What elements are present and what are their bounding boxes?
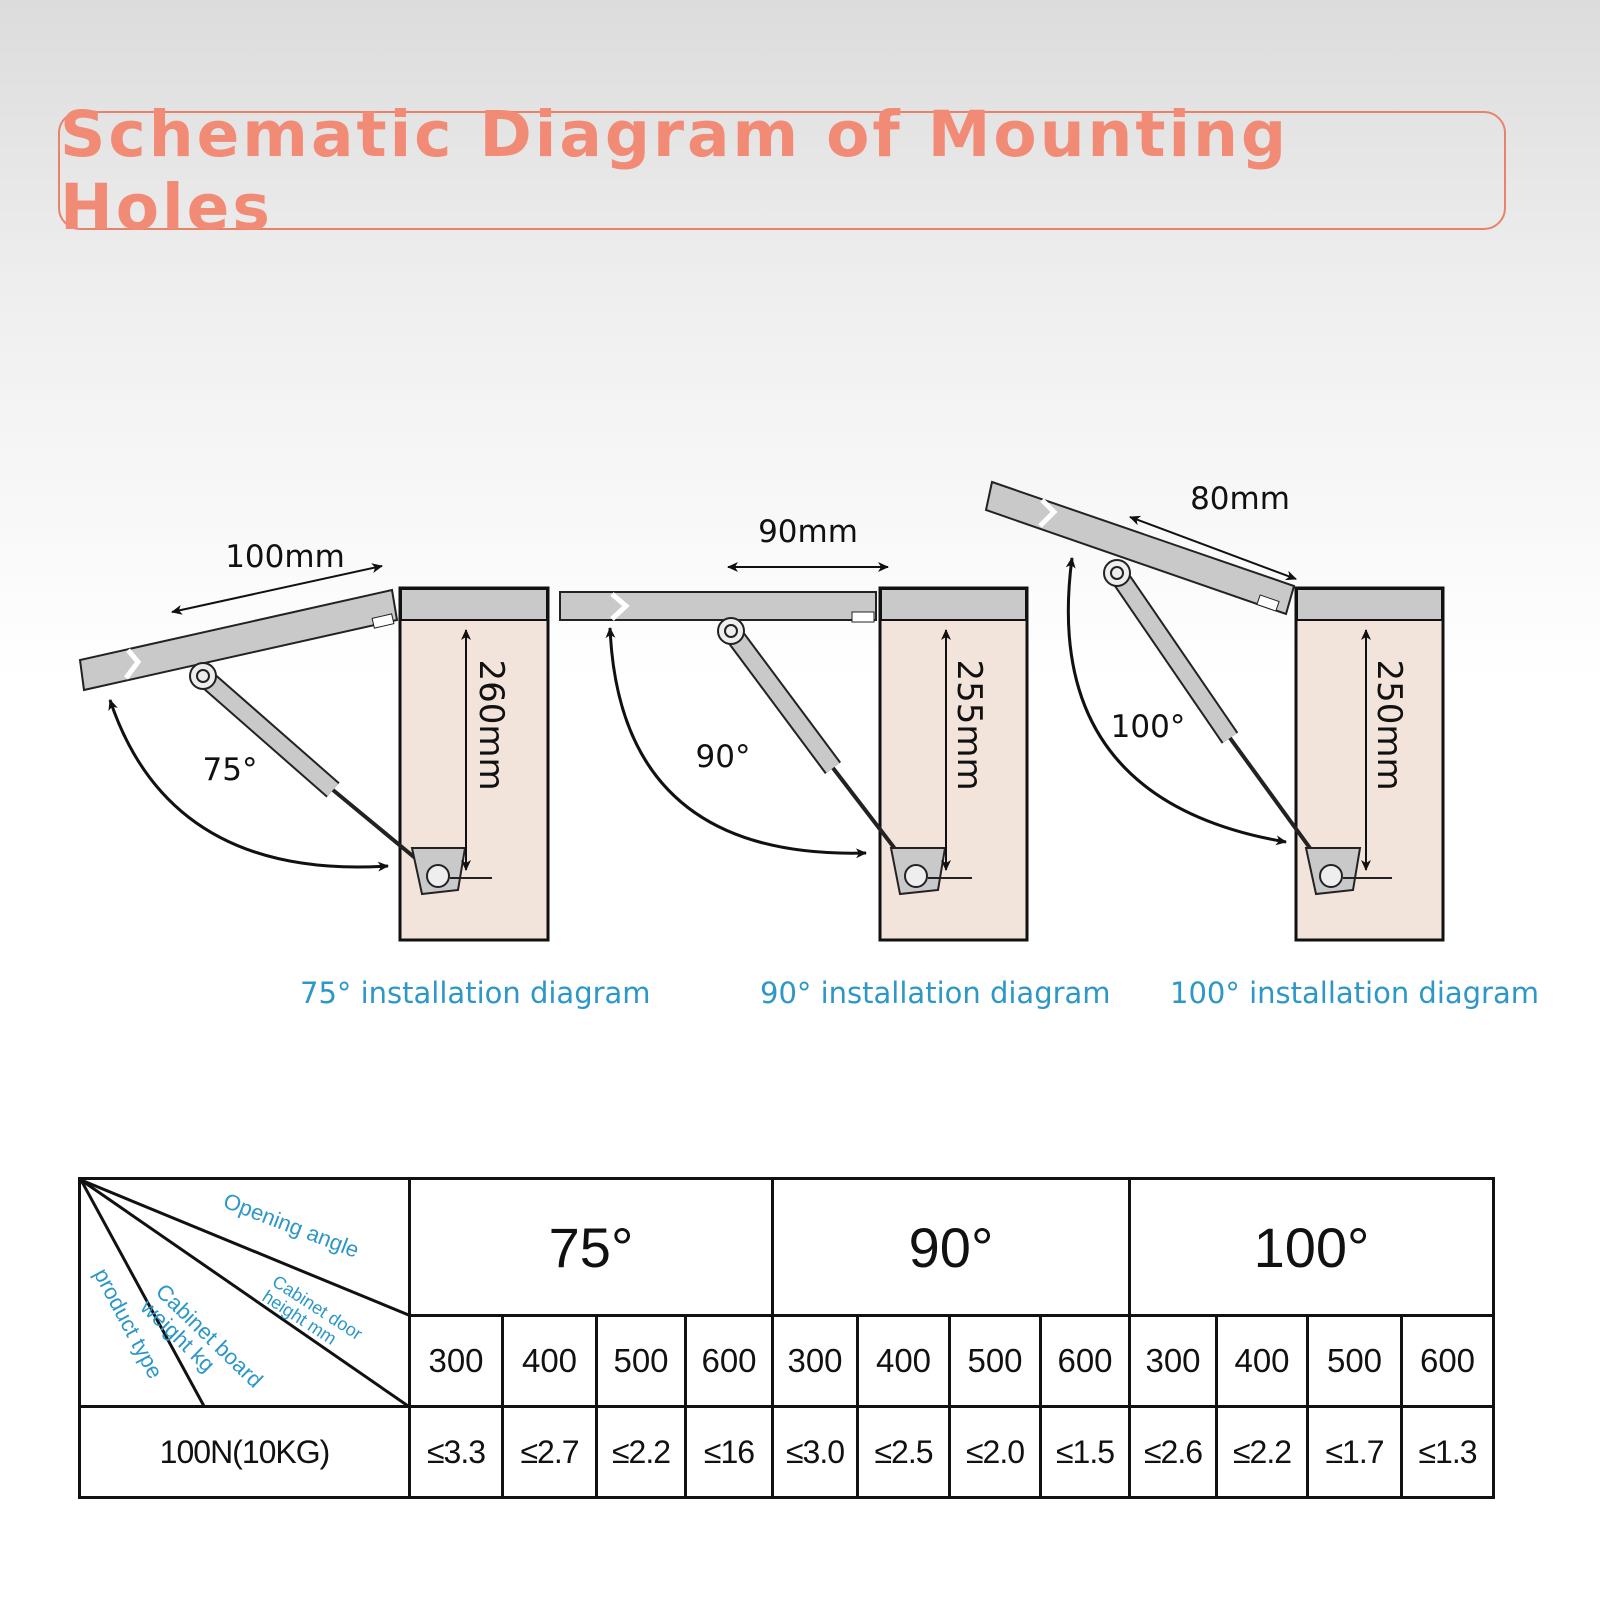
weight-cell: ≤2.6 xyxy=(1128,1405,1218,1499)
width-label: 100mm xyxy=(225,539,345,575)
spec-table: Opening angle Cabinet door height mm Cab… xyxy=(78,1177,1495,1499)
height-cell: 400 xyxy=(1215,1314,1309,1408)
angle-header-90: 90° xyxy=(771,1177,1131,1317)
product-type-cell: 100N(10KG) xyxy=(78,1405,411,1499)
width-label: 80mm xyxy=(1190,481,1290,517)
pivot-icon xyxy=(1103,559,1131,587)
caption-100: 100° installation diagram xyxy=(1170,976,1539,1010)
height-label: 260mm xyxy=(471,659,511,790)
cabinet-top xyxy=(880,588,1027,621)
weight-cell: ≤3.0 xyxy=(771,1405,859,1499)
diagram-90: 90mm 90° 255mm xyxy=(559,514,1029,942)
cabinet-top xyxy=(400,588,548,621)
height-label: 255mm xyxy=(949,659,989,790)
weight-cell: ≤16 xyxy=(684,1405,774,1499)
width-arrow xyxy=(171,563,383,615)
page-title: Schematic Diagram of Mounting Holes xyxy=(60,97,1290,244)
corner-header-cell: Opening angle Cabinet door height mm Cab… xyxy=(78,1177,411,1408)
weight-cell: ≤2.0 xyxy=(948,1405,1042,1499)
weight-cell: ≤2.2 xyxy=(1215,1405,1309,1499)
weight-cell: ≤2.7 xyxy=(501,1405,598,1499)
height-cell: 500 xyxy=(1306,1314,1403,1408)
pivot-icon xyxy=(717,617,745,645)
height-cell: 500 xyxy=(948,1314,1042,1408)
height-cell: 600 xyxy=(1039,1314,1131,1408)
height-cell: 400 xyxy=(856,1314,951,1408)
height-cell: 600 xyxy=(684,1314,774,1408)
caption-90: 90° installation diagram xyxy=(760,976,1111,1010)
diagram-75: 100mm 75° 260mm xyxy=(78,539,550,942)
height-cell: 600 xyxy=(1400,1314,1495,1408)
diagonal-lines xyxy=(82,1181,407,1404)
value-row: 100N(10KG) ≤3.3 ≤2.7 ≤2.2 ≤16 ≤3.0 ≤2.5 … xyxy=(78,1405,1495,1499)
weight-cell: ≤2.5 xyxy=(856,1405,951,1499)
angle-label: 100° xyxy=(1111,709,1186,745)
angle-header-100: 100° xyxy=(1128,1177,1495,1317)
angle-label: 90° xyxy=(696,739,751,775)
angle-arc xyxy=(605,627,867,859)
angle-header-75: 75° xyxy=(408,1177,774,1317)
weight-cell: ≤3.3 xyxy=(408,1405,504,1499)
weight-cell: ≤1.5 xyxy=(1039,1405,1131,1499)
height-label: 250mm xyxy=(1369,659,1409,790)
installation-diagrams: 100mm 75° 260mm 90mm 90° 255mm 80mm 100°… xyxy=(78,480,1445,942)
height-cell: 500 xyxy=(595,1314,687,1408)
cabinet-door xyxy=(559,591,877,621)
height-cell: 300 xyxy=(1128,1314,1218,1408)
weight-cell: ≤1.3 xyxy=(1400,1405,1495,1499)
weight-cell: ≤2.2 xyxy=(595,1405,687,1499)
height-cell: 300 xyxy=(408,1314,504,1408)
weight-cell: ≤1.7 xyxy=(1306,1405,1403,1499)
angle-label: 75° xyxy=(203,752,258,788)
diagram-100: 80mm 100° 250mm xyxy=(984,480,1445,942)
angle-arc xyxy=(1065,557,1287,846)
width-arrow xyxy=(1129,515,1297,581)
title-box: Schematic Diagram of Mounting Holes xyxy=(58,98,1506,244)
cabinet-top xyxy=(1296,588,1443,621)
angle-arc xyxy=(108,699,389,872)
height-cell: 400 xyxy=(501,1314,598,1408)
width-label: 90mm xyxy=(758,514,858,550)
pivot-icon xyxy=(189,662,217,690)
caption-75: 75° installation diagram xyxy=(300,976,651,1010)
height-row: 300 400 500 600 300 400 500 600 300 400 … xyxy=(80,1314,1495,1408)
height-cell: 300 xyxy=(771,1314,859,1408)
